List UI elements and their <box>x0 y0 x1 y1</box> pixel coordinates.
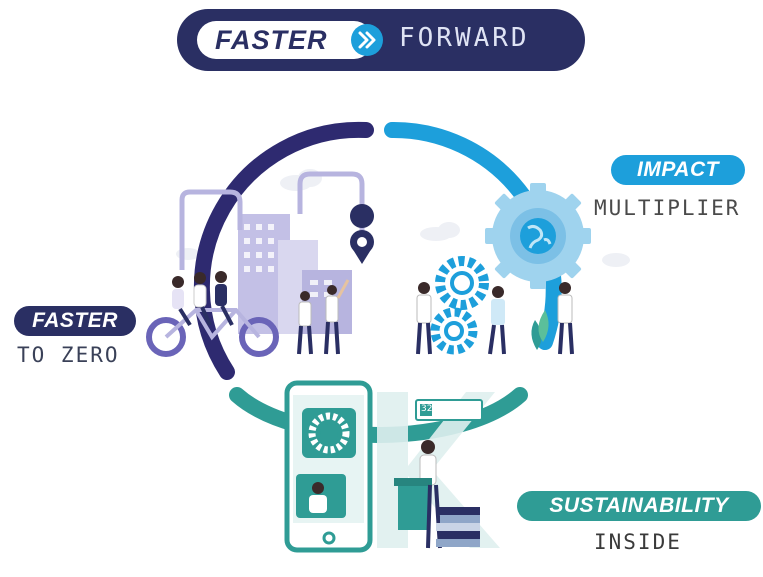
faster-tag-text: FASTER <box>32 309 118 332</box>
people-with-binoculars <box>297 279 350 355</box>
banner-faster-text: FASTER <box>215 24 328 55</box>
banner-faster-pill: FASTER <box>197 21 373 59</box>
to-zero-label: TO ZERO <box>17 343 120 367</box>
route-line <box>179 171 365 270</box>
location-pin-icon <box>350 204 375 264</box>
small-gears <box>430 256 489 355</box>
impact-tag-text: IMPACT <box>637 158 719 181</box>
presenter-with-lectern <box>394 440 442 549</box>
tandem-bicycle <box>146 271 279 357</box>
globe-icon <box>520 218 556 254</box>
faster-tag: FASTER <box>14 306 136 336</box>
inside-label: INSIDE <box>594 530 682 554</box>
multiplier-label: MULTIPLIER <box>594 196 741 220</box>
sustainability-tag-text: SUSTAINABILITY <box>549 494 729 517</box>
impact-tag: IMPACT <box>611 155 745 185</box>
sustainability-tag: SUSTAINABILITY <box>517 491 761 521</box>
book-stack <box>436 507 480 547</box>
banner-forward-text: FORWARD <box>399 23 530 53</box>
city-buildings <box>238 214 352 334</box>
faster-forward-banner: FASTER FORWARD <box>177 9 585 71</box>
sign-board-number: 32 <box>421 404 433 414</box>
fast-forward-icon <box>351 24 383 56</box>
smartphone <box>284 380 373 553</box>
people-near-gears <box>416 282 574 355</box>
